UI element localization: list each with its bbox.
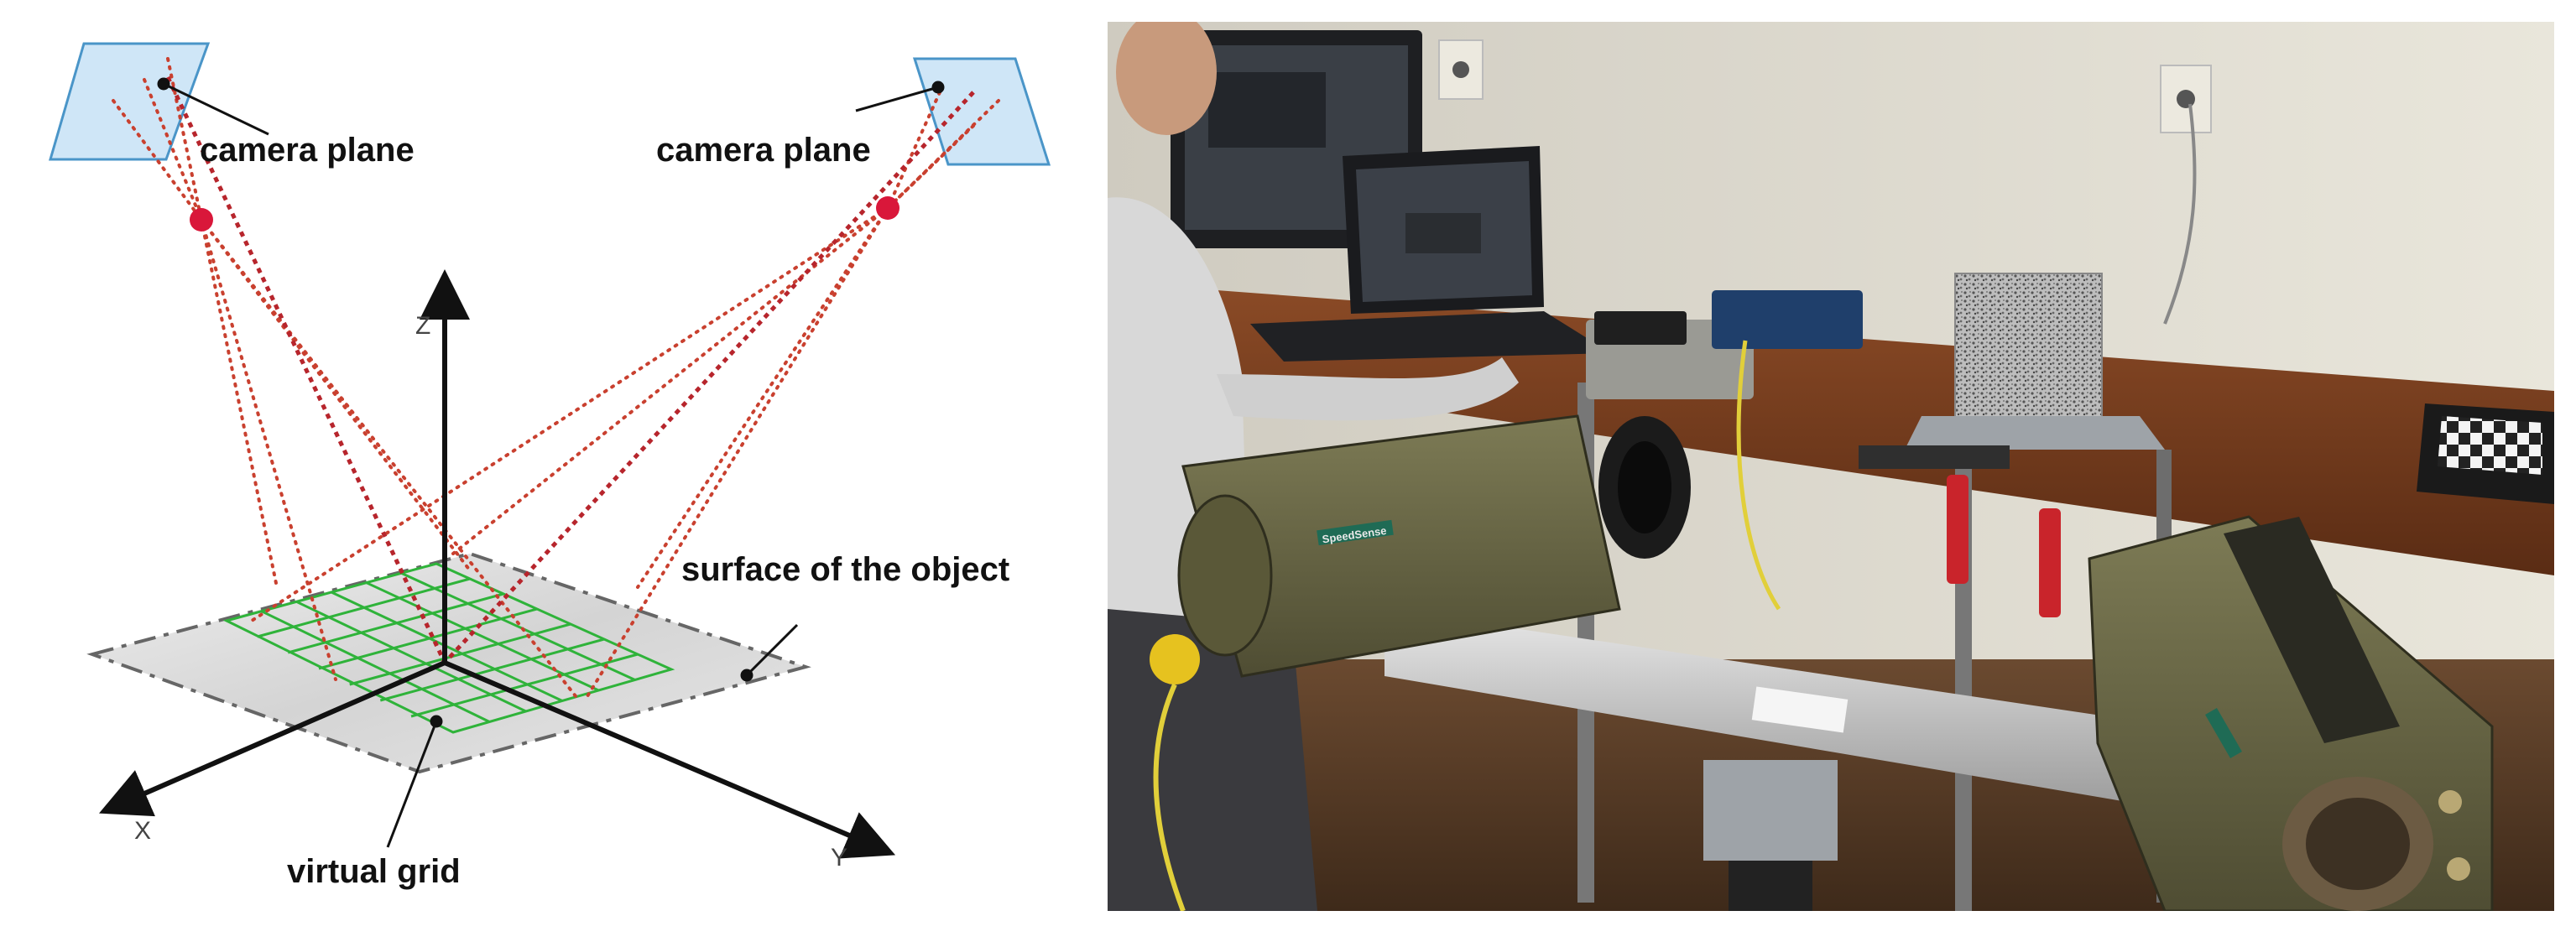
camera-left: SpeedSense	[1150, 414, 1691, 911]
optical-axes	[165, 75, 975, 664]
leader-dot-right-plane	[931, 81, 945, 94]
clamp-left	[1947, 475, 1969, 584]
leader-dot-left-plane	[157, 77, 170, 91]
label-surface: surface of the object	[681, 551, 1009, 588]
axis-label-x: X	[134, 817, 151, 845]
camera-plane-left	[49, 42, 211, 161]
label-camera-plane-left: camera plane	[200, 132, 415, 169]
label-camera-plane-right: camera plane	[656, 132, 871, 169]
axis-label-y: Y	[831, 844, 847, 872]
stereo-dic-diagram: Z X Y camera plane camera plane surface …	[49, 42, 1051, 890]
coordinate-axes	[98, 269, 896, 859]
axis-label-z: Z	[415, 312, 430, 340]
clamp-right	[2039, 508, 2061, 617]
leader-dot-grid	[430, 715, 443, 728]
person-head	[1116, 22, 1217, 135]
focal-point-right	[876, 196, 900, 220]
label-virtual-grid: virtual grid	[287, 853, 461, 890]
laptop-base	[1250, 311, 1611, 362]
camera-rays-upper	[112, 57, 1000, 221]
speckle-specimen	[1954, 273, 2103, 421]
leader-dot-surface	[740, 669, 754, 682]
lab-setup-photo: SpeedSense	[1108, 22, 2554, 911]
focal-point-left	[190, 208, 213, 232]
bar-label	[1751, 686, 1849, 733]
network-switch	[1712, 290, 1863, 349]
camera-rays-lower	[200, 206, 889, 702]
camera-right	[2088, 515, 2494, 911]
tripod-head	[1703, 760, 1838, 861]
desk	[1183, 290, 2554, 575]
camera-plane-right	[912, 57, 1051, 166]
